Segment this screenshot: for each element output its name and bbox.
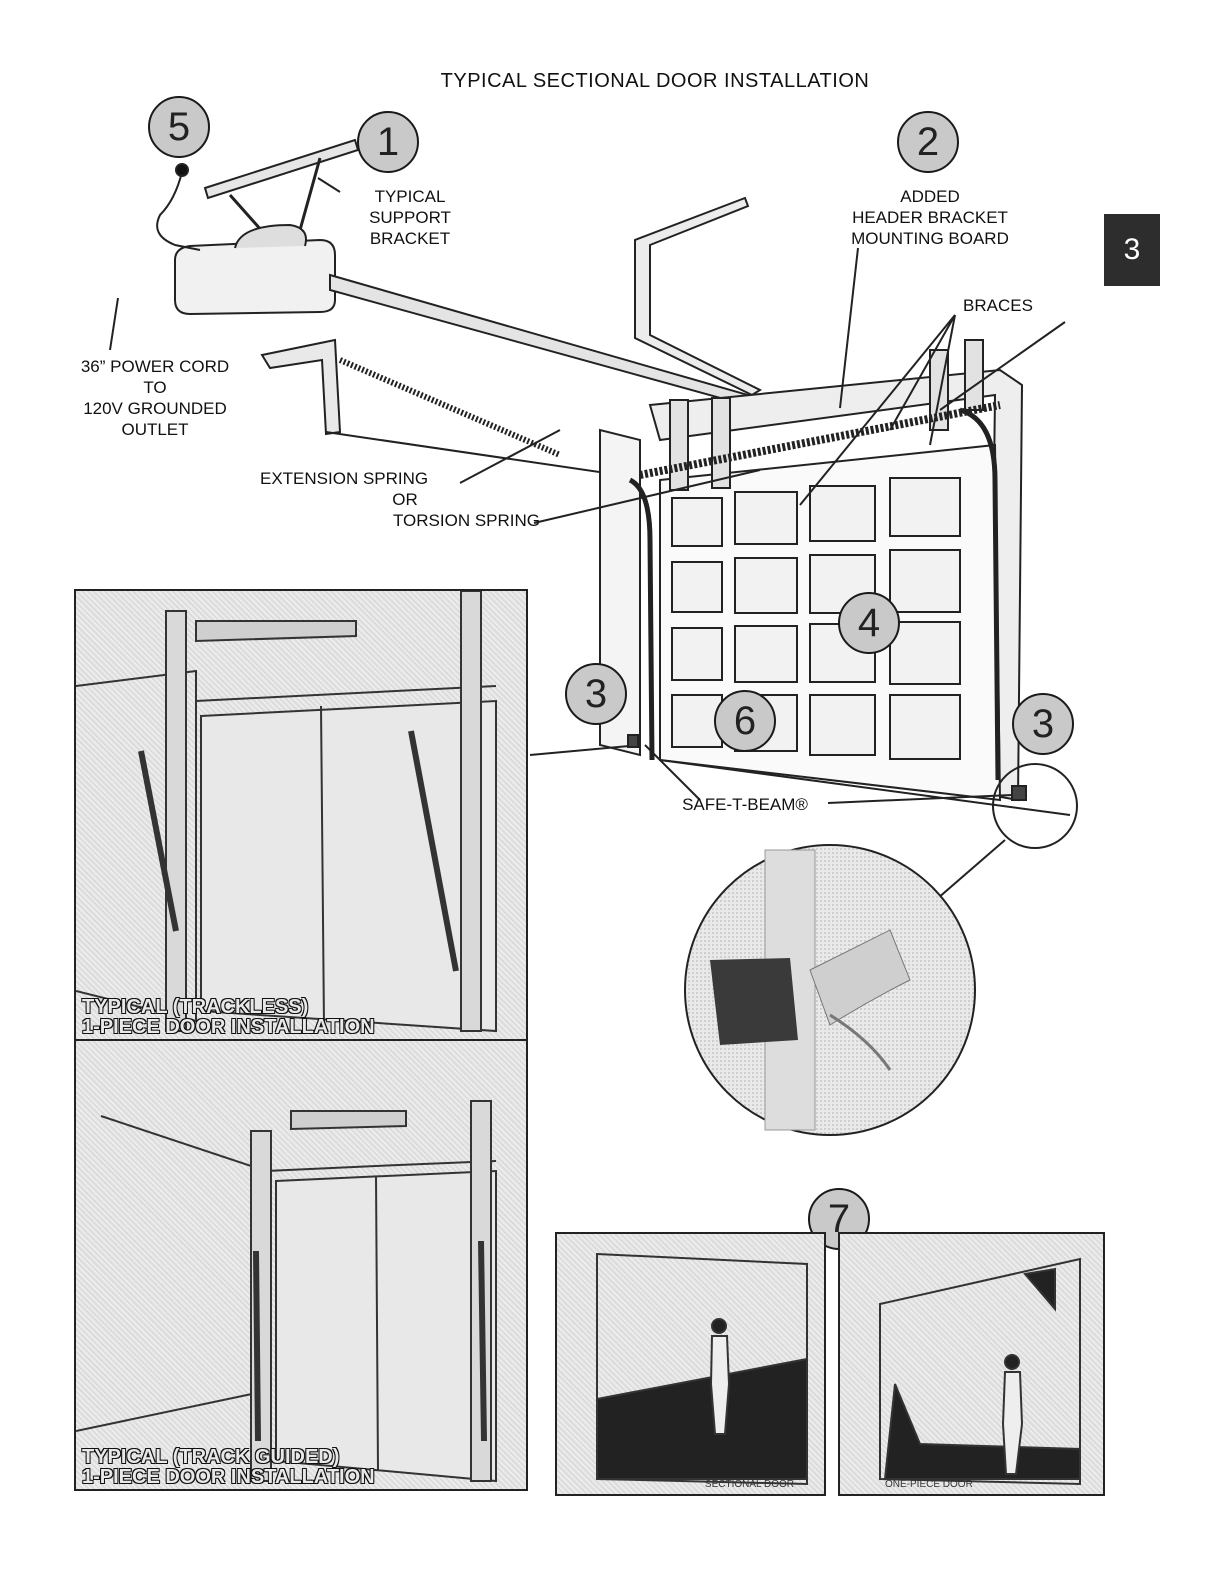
support-bracket-label-line: BRACKET <box>369 229 451 248</box>
power-cord-label-line: OUTLET <box>121 420 189 439</box>
header-board-label-line: MOUNTING BOARD <box>851 229 1009 248</box>
callout-3-right: 3 <box>1012 693 1074 755</box>
safe-t-beam-label: SAFE-T-BEAM® <box>682 795 808 814</box>
header-board-label-line: ADDED <box>900 187 960 206</box>
trackless-panel-caption: TYPICAL (TRACKLESS) 1-PIECE DOOR INSTALL… <box>82 997 375 1037</box>
callout-3-left: 3 <box>565 663 627 725</box>
track-guided-caption-line: 1-PIECE DOOR INSTALLATION <box>82 1466 375 1488</box>
trackless-door-panel: TYPICAL (TRACKLESS) 1-PIECE DOOR INSTALL… <box>74 589 528 1041</box>
sectional-door-caption: SECTIONAL DOOR <box>704 1479 794 1490</box>
support-bracket-label: TYPICAL SUPPORT BRACKET <box>345 186 475 249</box>
callout-2: 2 <box>897 111 959 173</box>
braces-label: BRACES <box>963 296 1033 315</box>
page-title: TYPICAL SECTIONAL DOOR INSTALLATION <box>440 70 870 92</box>
power-cord-label-line: TO <box>143 378 167 397</box>
callout-6: 6 <box>714 690 776 752</box>
trackless-caption-line: TYPICAL (TRACKLESS) <box>82 996 309 1018</box>
header-board-label-line: HEADER BRACKET <box>852 208 1008 227</box>
support-bracket-label-line: SUPPORT <box>369 208 451 227</box>
header-board-label: ADDED HEADER BRACKET MOUNTING BOARD <box>815 186 1045 249</box>
callout-4: 4 <box>838 592 900 654</box>
one-piece-door-caption: ONE-PIECE DOOR <box>885 1479 973 1490</box>
sectional-door-person-drawing <box>596 1252 808 1486</box>
safe-t-beam-detail-circle <box>684 844 976 1136</box>
callout-1: 1 <box>357 111 419 173</box>
spring-label-line: TORSION SPRING <box>392 511 540 530</box>
power-cord-label: 36” POWER CORD TO 120V GROUNDED OUTLET <box>50 356 260 440</box>
page-number-tab: 3 <box>1104 214 1160 286</box>
power-cord-label-line: 36” POWER CORD <box>80 357 230 376</box>
trackless-caption-line: 1-PIECE DOOR INSTALLATION <box>82 1016 375 1038</box>
spring-label: EXTENSION SPRING OR TORSION SPRING <box>250 468 540 531</box>
track-guided-door-drawing <box>76 1100 497 1483</box>
one-piece-door-panel: ONE-PIECE DOOR <box>838 1232 1105 1496</box>
power-cord-label-line: 120V GROUNDED <box>83 399 227 418</box>
sectional-door-panel: SECTIONAL DOOR <box>555 1232 826 1496</box>
support-bracket-label-line: TYPICAL <box>374 187 446 206</box>
spring-label-line: OR <box>392 490 418 509</box>
callout-5: 5 <box>148 96 210 158</box>
track-guided-panel-caption: TYPICAL (TRACK GUIDED) 1-PIECE DOOR INST… <box>82 1447 375 1487</box>
spring-label-line: EXTENSION SPRING <box>260 469 429 488</box>
track-guided-caption-line: TYPICAL (TRACK GUIDED) <box>82 1446 340 1468</box>
trackless-door-drawing <box>76 591 497 1033</box>
one-piece-door-person-drawing <box>879 1257 1081 1486</box>
track-guided-door-panel: TYPICAL (TRACK GUIDED) 1-PIECE DOOR INST… <box>74 1039 528 1491</box>
